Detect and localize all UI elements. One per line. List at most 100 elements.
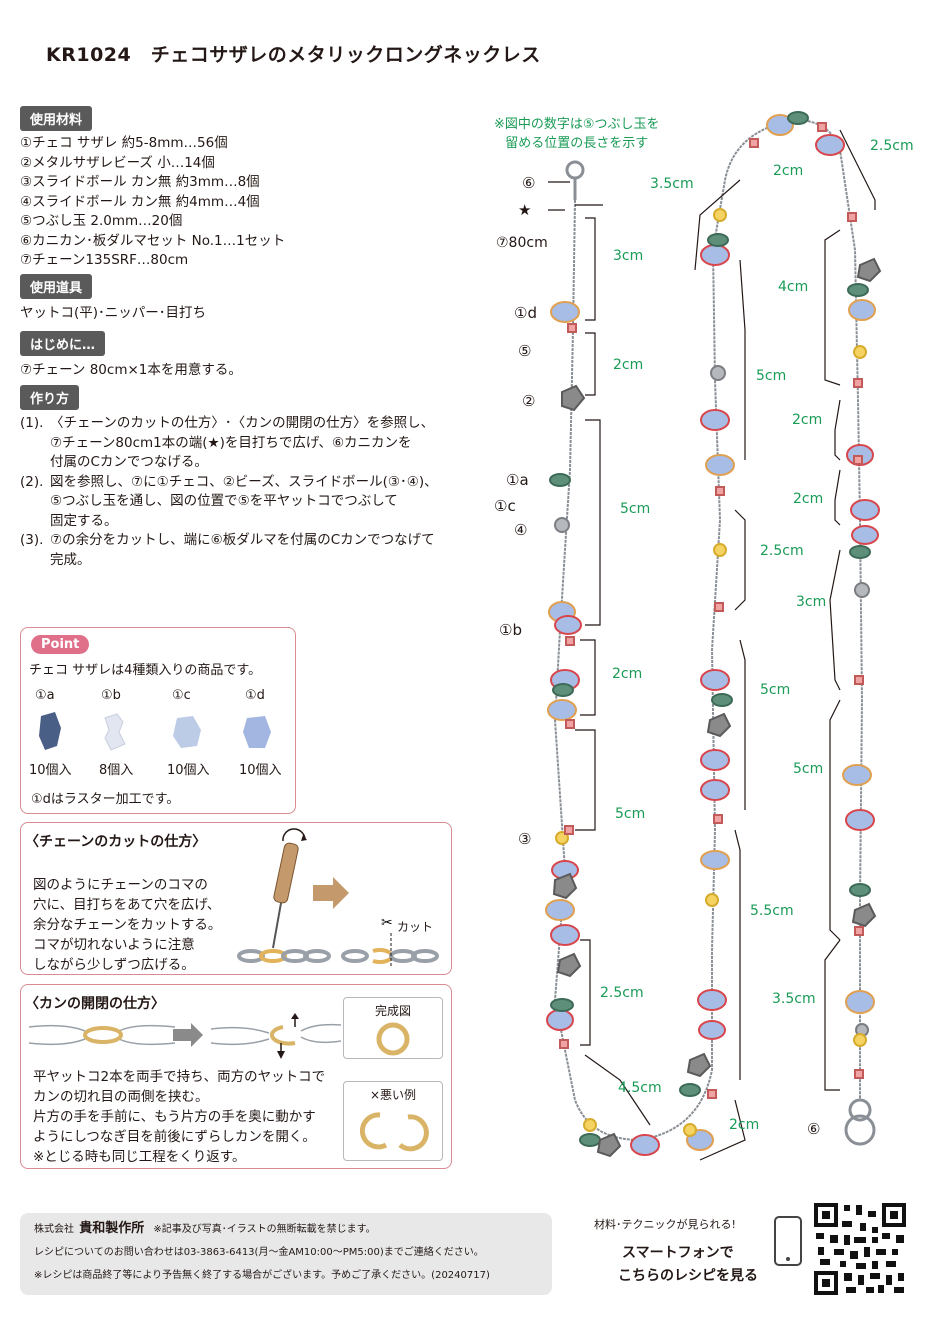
ring-text: 平ヤットコ2本を両手で持ち、両方のヤットコで カンの切れ目の両側を挟む。 片方の… [33,1067,325,1167]
ring-line: 平ヤットコ2本を両手で持ち、両方のヤットコで [33,1069,326,1085]
intro-heading: はじめに… [20,331,106,356]
intro-section: はじめに… ⑦チェーン 80cm×1本を用意する。 [20,331,242,381]
chain-cut-text: 図のようにチェーンのコマの 穴に、目打ちをあて穴を広げ、 余分なチェーンをカット… [33,875,221,975]
step-line: 〈チェーンのカットの仕方〉･〈カンの開閉の仕方〉を参照し、 [50,415,435,431]
step-line: ⑦チェーン80cm1本の端(★)を目打ちで広げ、⑥カニカンを [50,434,412,451]
pliers-closed-icon [28,1024,176,1046]
footer: 株式会社 貴和製作所 ※記事及び写真･イラストの無断転載を禁じます。 レシピにつ… [20,1213,552,1295]
smartphone-line-1[interactable]: スマートフォンで [622,1245,734,1261]
type-label: ①c [172,688,191,703]
step-line: 固定する。 [50,512,118,529]
point-text: チェコ サザレは4種類入りの商品です。 [29,663,262,678]
copyright-notice: ※記事及び写真･イラストの無断転載を禁じます。 [153,1224,376,1235]
awl-icon [272,828,307,949]
page-title: KR1024 チェコサザレのメタリックロングネックレス [46,44,541,66]
cut-label: カット [397,920,433,934]
point-badge: Point [31,635,90,654]
material-item: ①チェコ サザレ 約5-8mm…56個 [20,135,228,151]
label-ball-3mm: ③ [518,830,531,848]
type-label: ①a [35,688,55,703]
measure-right: 3.5cm [772,991,816,1007]
measure-left: 2cm [613,357,643,373]
done-example: 完成図 [343,997,443,1059]
method-step: (2).図を参照し、⑦に①チェコ、②ビーズ、スライドボール(③･④)、 ⑤つぶし… [20,473,460,532]
measure-mid: 2.5cm [760,543,804,559]
label-chain: ⑦80cm [496,235,548,251]
method-step: (1).〈チェーンのカットの仕方〉･〈カンの開閉の仕方〉を参照し、 ⑦チェーン8… [20,414,460,473]
material-item: ②メタルサザレビーズ 小…14個 [20,154,215,171]
measure-left: 5cm [615,806,645,822]
bead-sample-c [173,716,201,748]
beads [545,111,882,1158]
company-name: 貴和製作所 [79,1221,145,1236]
intro-text: ⑦チェーン 80cm×1本を用意する。 [20,362,242,378]
smartphone-line-2[interactable]: こちらのレシピを見る [618,1268,758,1284]
chain-before-icon [237,949,331,963]
label-crimp: ⑤ [518,342,531,360]
measure-mid: 2cm [773,163,803,179]
measure-mid: 5cm [756,368,786,384]
point-note: ①dはラスター加工です。 [31,792,180,807]
measure-right: 4cm [778,279,808,295]
method-step: (3).⑦の余分をカットし、端に⑥板ダルマを付属のCカンでつなげて 完成。 [20,531,460,570]
chain-cut-heading: 〈チェーンのカットの仕方〉 [25,834,207,850]
ring-closed-icon [376,1022,410,1056]
bad-label: ×悪い例 [369,1088,417,1102]
material-item: ⑥カニカン･板ダルマセット No.1…1セット [20,232,286,249]
step-line: 図を参照し、⑦に①チェコ、②ビーズ、スライドボール(③･④)、 [50,473,438,490]
chain-after-icon [341,948,439,964]
ring-steps-illustration [28,1013,341,1059]
material-item: ③スライドボール カン無 約3mm…8個 [20,174,260,190]
diagram-note: ※図中の数字は⑤つぶし玉を 留める位置の長さを示す [494,113,660,151]
label-bead-c: ①c [494,497,516,515]
tools-section: 使用道具 ヤットコ(平)･ニッパー･目打ち [20,274,206,324]
label-bead-b: ①b [499,621,522,639]
label-bead-a: ①a [506,471,529,489]
materials-list: ①チェコ サザレ 約5-8mm…56個 ②メタルサザレビーズ 小…14個 ③スラ… [20,134,285,271]
arrow-icon [173,1023,203,1047]
necklace-diagram: ⑥ ★ ⑦80cm ①d ⑤ ② ①a ①c ④ ①b ③ ⑥ 3cm 2cm … [494,111,914,1161]
chain-cut-line: 穴に、目打ちをあて穴を広げ、 [33,897,221,913]
smartphone-icon [774,1216,802,1266]
type-label: ①d [245,688,265,703]
chain-cut-line: しながら少しずつ広げる。 [33,957,195,973]
measure-left: 4.5cm [618,1080,662,1096]
type-count: 10個入 [167,763,210,778]
bead-type-samples [39,712,271,751]
label-star: ★ [518,201,531,219]
label-clasp: ⑥ [522,174,535,192]
pliers-open-icon [210,1023,341,1046]
material-item: ④スライドボール カン無 約4mm…4個 [20,193,260,210]
step-line: ⑦の余分をカットし、端に⑥板ダルマを付属のCカンでつなげて [50,532,435,548]
clasp-icon [565,160,585,200]
measure-right: 2cm [792,412,822,428]
label-metal-bead: ② [522,392,535,410]
measure-mid: 2cm [729,1117,759,1133]
company-prefix: 株式会社 [34,1224,74,1235]
chain-cut-line: 図のようにチェーンのコマの [33,877,208,893]
ring-line: ※とじる時も同じ工程をくり返す。 [33,1149,246,1165]
qr-code-icon[interactable] [812,1201,908,1297]
ring-bad-icon [359,1112,429,1152]
type-label: ①b [101,688,121,703]
measure-brackets [548,129,876,1161]
ring-closed-icon [83,1026,123,1044]
tools-heading: 使用道具 [20,274,93,299]
bad-example: ×悪い例 [343,1081,443,1161]
measure-left: 2cm [612,666,642,682]
done-label: 完成図 [374,1004,411,1018]
method-section: 作り方 (1).〈チェーンのカットの仕方〉･〈カンの開閉の仕方〉を参照し、 ⑦チ… [20,385,460,570]
material-item: ⑤つぶし玉 2.0mm…20個 [20,213,183,229]
chain-cut-line: コマが切れないように注意 [33,937,195,953]
measure-mid: 5cm [760,682,790,698]
bead-sample-a [39,712,61,750]
step-line: 完成。 [50,551,91,568]
smartphone-caption: 材料･テクニックが見られる! [594,1218,736,1231]
measure-right: 2.5cm [870,138,914,154]
arrow-icon [313,877,349,909]
clasp-end-icon [844,1098,876,1146]
contact-info: レシピについてのお問い合わせは03-3863-6413(月〜金AM10:00〜P… [34,1247,484,1258]
type-count: 8個入 [99,763,134,778]
materials-heading: 使用材料 [20,106,93,131]
label-ball-4mm: ④ [514,521,527,539]
